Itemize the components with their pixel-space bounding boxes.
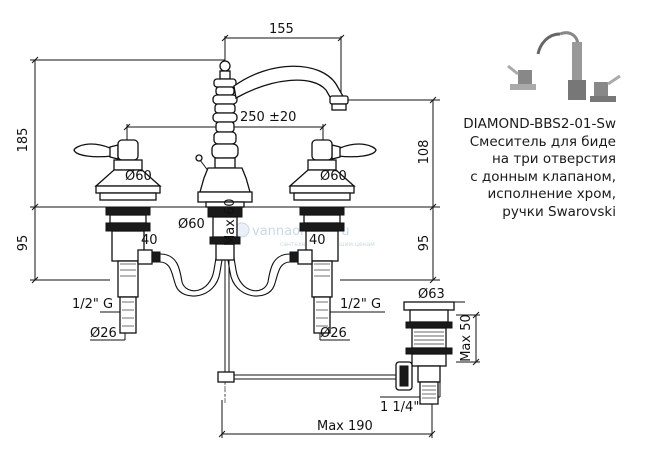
right-handle-assembly xyxy=(288,139,377,334)
dim-total-height: 185 xyxy=(16,128,31,153)
dimension-labels: 155 185 250 ±20 108 95 95 Ø60 Ø60 Ø60 Ma… xyxy=(16,22,474,434)
product-description-line: исполнение хром, xyxy=(487,186,616,203)
waste-assembly xyxy=(217,260,455,405)
spout-assembly xyxy=(195,60,349,261)
dim-max-deck: Max 60 xyxy=(223,198,238,246)
left-handle-assembly xyxy=(73,139,162,334)
dim-diameter-right: Ø26 xyxy=(320,326,347,341)
dim-waste-diameter: Ø63 xyxy=(418,287,445,302)
dim-waste-max: Max 50 xyxy=(459,314,474,362)
dim-lower-height-right: 95 xyxy=(417,235,432,252)
dim-handle-base-left: Ø60 xyxy=(125,169,152,184)
product-description-line: Смеситель для биде xyxy=(469,133,616,150)
product-caption: DIAMOND-BBS2-01-Sw Смеситель для биде на… xyxy=(436,116,616,222)
product-description-line: с донным клапаном, xyxy=(470,168,616,185)
dim-shank-right: 40 xyxy=(309,233,326,248)
dim-spout-base: Ø60 xyxy=(178,217,205,232)
dim-waste-thread: 1 1/4" xyxy=(380,400,419,415)
dim-thread-right: 1/2" G xyxy=(340,297,381,312)
dim-spout-reach: 155 xyxy=(269,22,294,37)
product-description-line: на три отверстия xyxy=(491,151,616,168)
dim-rod-max: Max 190 xyxy=(317,419,373,434)
dim-diameter-left: Ø26 xyxy=(90,326,117,341)
connecting-hoses xyxy=(159,253,291,297)
product-thumbnail xyxy=(507,31,621,102)
dim-shank-left: 40 xyxy=(141,233,158,248)
dim-lower-height-left: 95 xyxy=(16,235,31,252)
dim-upper-height: 108 xyxy=(417,140,432,165)
dim-handle-spacing: 250 ±20 xyxy=(240,110,296,125)
dim-handle-base-right: Ø60 xyxy=(320,169,347,184)
product-description-line: ручки Swarovski xyxy=(502,203,616,220)
dim-thread-left: 1/2" G xyxy=(72,297,113,312)
product-model: DIAMOND-BBS2-01-Sw xyxy=(463,116,616,132)
